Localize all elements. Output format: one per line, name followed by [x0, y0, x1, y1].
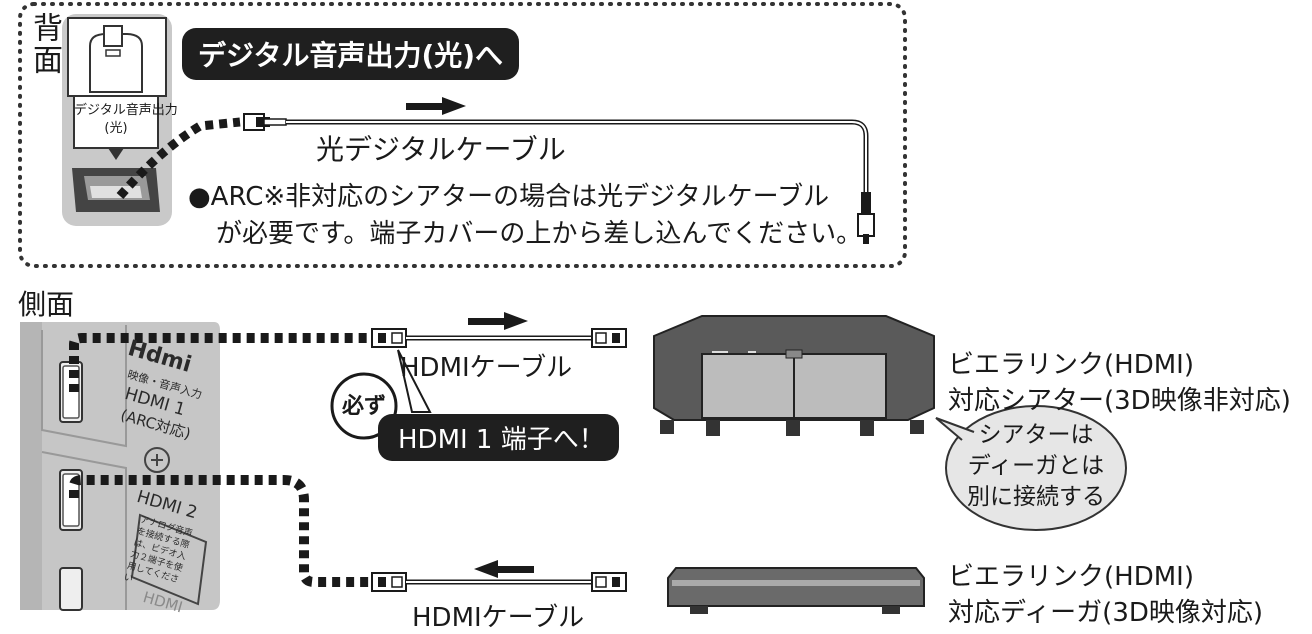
rear-heading: 背面	[27, 12, 62, 76]
port-label: デジタル音声出力	[74, 103, 178, 118]
hdmi-cable-2-label: HDMIケーブル	[412, 603, 585, 633]
hdmi-cable-2-plugs	[371, 572, 627, 592]
bubble-line1: シアターは	[978, 422, 1094, 448]
must-hdmi1-callout: HDMI 1 端子へ！	[378, 414, 619, 461]
recorder-label-line1: ビエラリンク(HDMI)	[948, 562, 1194, 592]
recorder-label-line2: 対応ディーガ(3D映像対応)	[948, 598, 1264, 628]
optical-cable-label: 光デジタルケーブル	[316, 133, 566, 166]
theater-label-line1: ビエラリンク(HDMI)	[948, 350, 1194, 380]
must-badge: 必ず	[342, 394, 387, 419]
bubble-line2: ディーガとは	[967, 453, 1105, 479]
theater-illustration	[653, 315, 935, 436]
arc-note-line2: が必要です。端子カバーの上から差し込んでください。	[216, 219, 863, 249]
recorder-illustration	[667, 567, 925, 614]
separate-connection-bubble	[935, 405, 1127, 531]
optical-plug-right	[857, 192, 875, 244]
arc-note-line1: ●ARC※非対応のシアターの場合は光デジタルケーブル	[188, 182, 830, 212]
side-heading: 側面	[18, 288, 75, 321]
hdmi-cable-2-arrow	[474, 560, 534, 578]
port-label-sub: (光)	[104, 121, 128, 136]
optical-direction-arrow	[406, 97, 466, 115]
optical-callout: デジタル音声出力(光)へ	[182, 28, 520, 80]
hdmi-cable-1-plugs	[371, 328, 627, 348]
hdmi-cable-1-label: HDMIケーブル	[400, 353, 573, 383]
optical-port-illustration	[62, 14, 172, 226]
theater-label-line2: 対応シアター(3D映像非対応)	[948, 386, 1291, 416]
bubble-line3: 別に接続する	[967, 484, 1105, 510]
hdmi-cable-1-arrow	[468, 312, 528, 330]
optical-plug-left	[243, 113, 287, 131]
